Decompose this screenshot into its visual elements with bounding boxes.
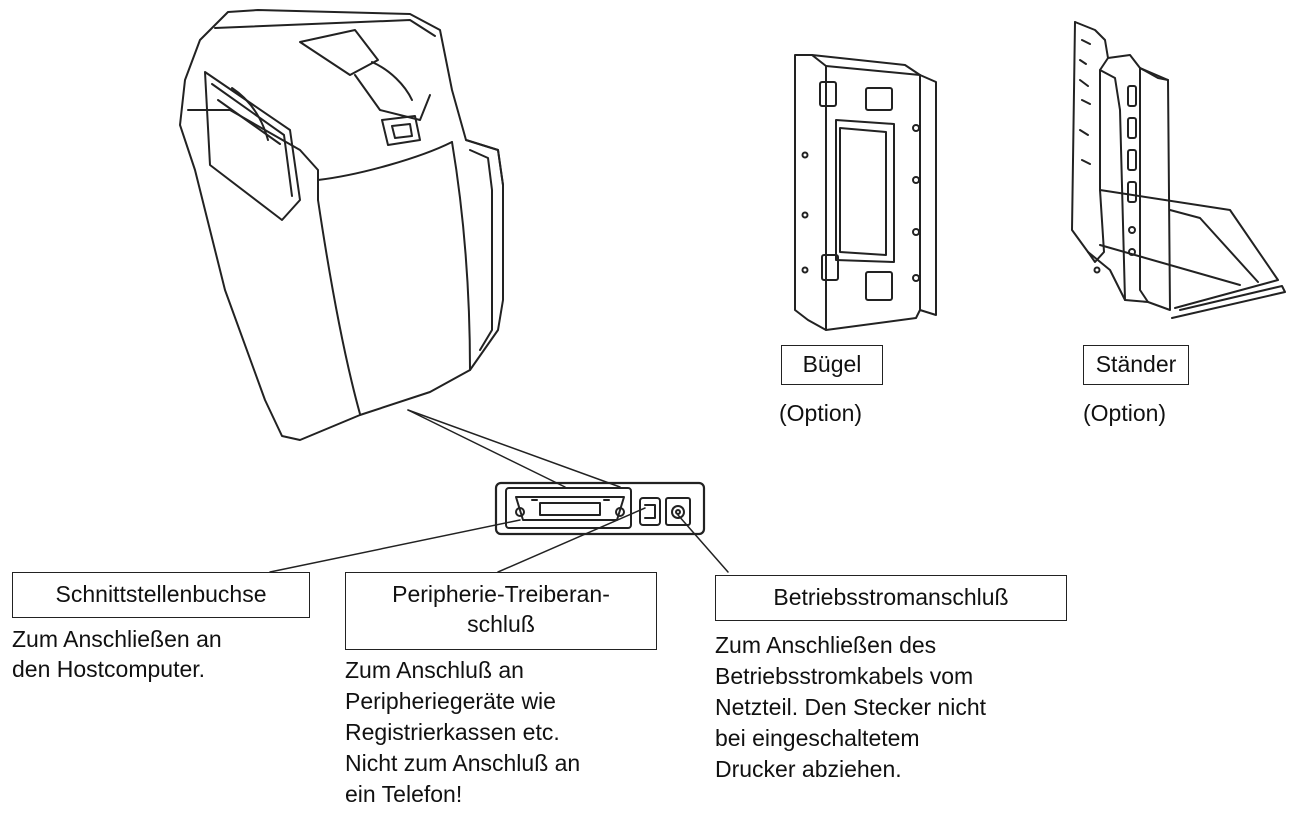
peripheral-connector-description: Zum Anschluß an Peripheriegeräte wie Reg… [345, 655, 685, 810]
stand-illustration [1072, 22, 1285, 318]
stand-label: Ständer [1083, 345, 1189, 385]
bracket-label: Bügel [781, 345, 883, 385]
printer-illustration [180, 10, 503, 440]
bracket-option-note: (Option) [779, 398, 862, 428]
bracket-illustration [795, 55, 936, 330]
power-connector-label: Betriebsstromanschluß [715, 575, 1067, 621]
interface-connector-description: Zum Anschließen an den Hostcomputer. [12, 624, 332, 684]
callout-lines [270, 410, 728, 572]
stand-option-note: (Option) [1083, 398, 1166, 428]
connector-panel [496, 483, 704, 534]
power-connector-description: Zum Anschließen des Betriebsstromkabels … [715, 630, 1095, 785]
peripheral-connector-label: Peripherie-Treiberan- schluß [345, 572, 657, 650]
interface-connector-label: Schnittstellenbuchse [12, 572, 310, 618]
